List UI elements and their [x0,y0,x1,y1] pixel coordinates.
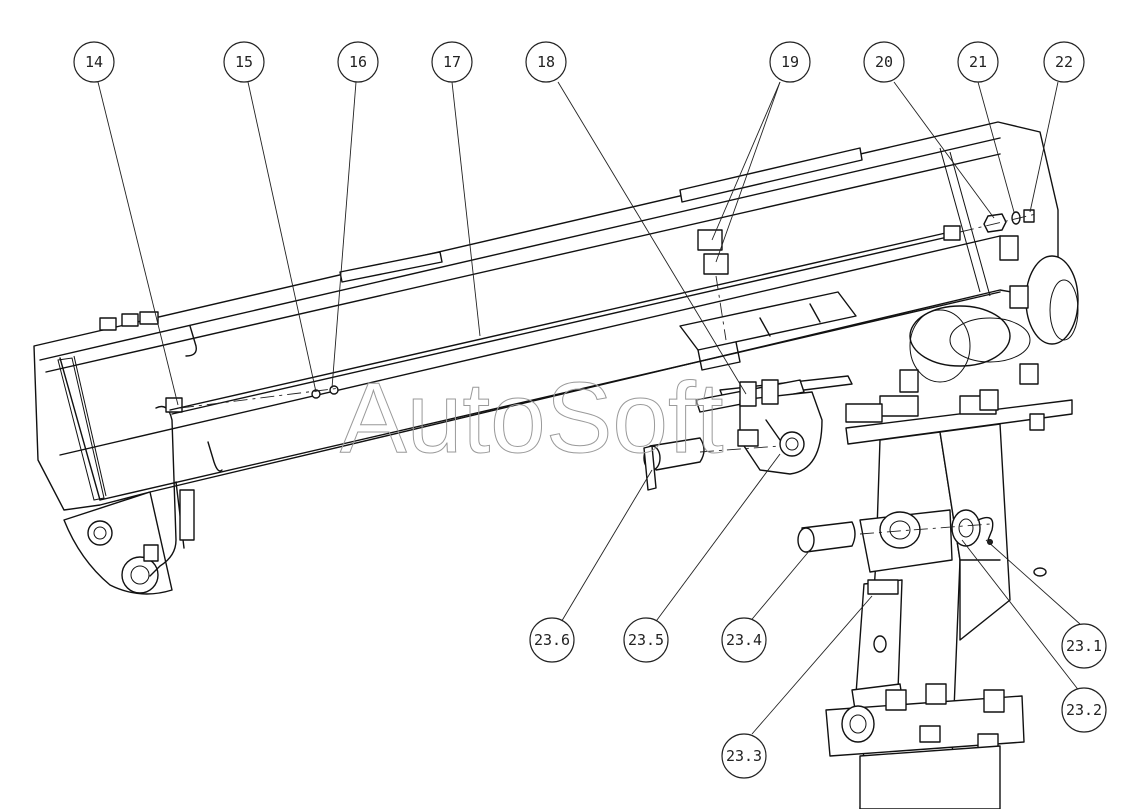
callout-label: 23.3 [726,747,762,765]
callout-label: 23.6 [534,631,570,649]
callout-16: 16 [337,41,379,83]
callout-label: 23.4 [726,631,762,649]
clamp-assembly [679,291,857,475]
callout-23-4: 23.4 [721,617,767,663]
callout-label: 17 [443,53,461,71]
callout-21: 21 [957,41,999,83]
rod-fittings [169,209,1037,415]
callout-23-1: 23.1 [1061,623,1107,669]
callout-23-5: 23.5 [623,617,669,663]
callout-label: 22 [1055,53,1073,71]
callout-19: 19 [769,41,811,83]
callout-22: 22 [1043,41,1085,83]
callout-18: 18 [525,41,567,83]
callout-23-6: 23.6 [529,617,575,663]
watermark-text: AutoSoft [340,362,724,474]
callout-14: 14 [73,41,115,83]
callout-label: 14 [85,53,103,71]
callout-15: 15 [223,41,265,83]
callout-label: 15 [235,53,253,71]
boom-beam [33,121,1059,511]
callout-17: 17 [431,41,473,83]
callout-label: 23.2 [1066,701,1102,719]
end-wheel [909,235,1079,383]
pin-23-4 [797,521,856,553]
callout-label: 23.5 [628,631,664,649]
pin-23-6 [643,437,781,491]
callout-23-3: 23.3 [721,733,767,779]
leader-lines [97,81,1081,735]
callout-23-2: 23.2 [1061,687,1107,733]
cylinder-23-3 [825,579,1025,809]
callout-20: 20 [863,41,905,83]
callout-label: 16 [349,53,367,71]
callout-label: 20 [875,53,893,71]
callout-label: 19 [781,53,799,71]
nuts-19 [697,229,729,341]
callout-label: 21 [969,53,987,71]
left-mount [63,397,195,595]
callout-label: 18 [537,53,555,71]
callout-label: 23.1 [1066,637,1102,655]
